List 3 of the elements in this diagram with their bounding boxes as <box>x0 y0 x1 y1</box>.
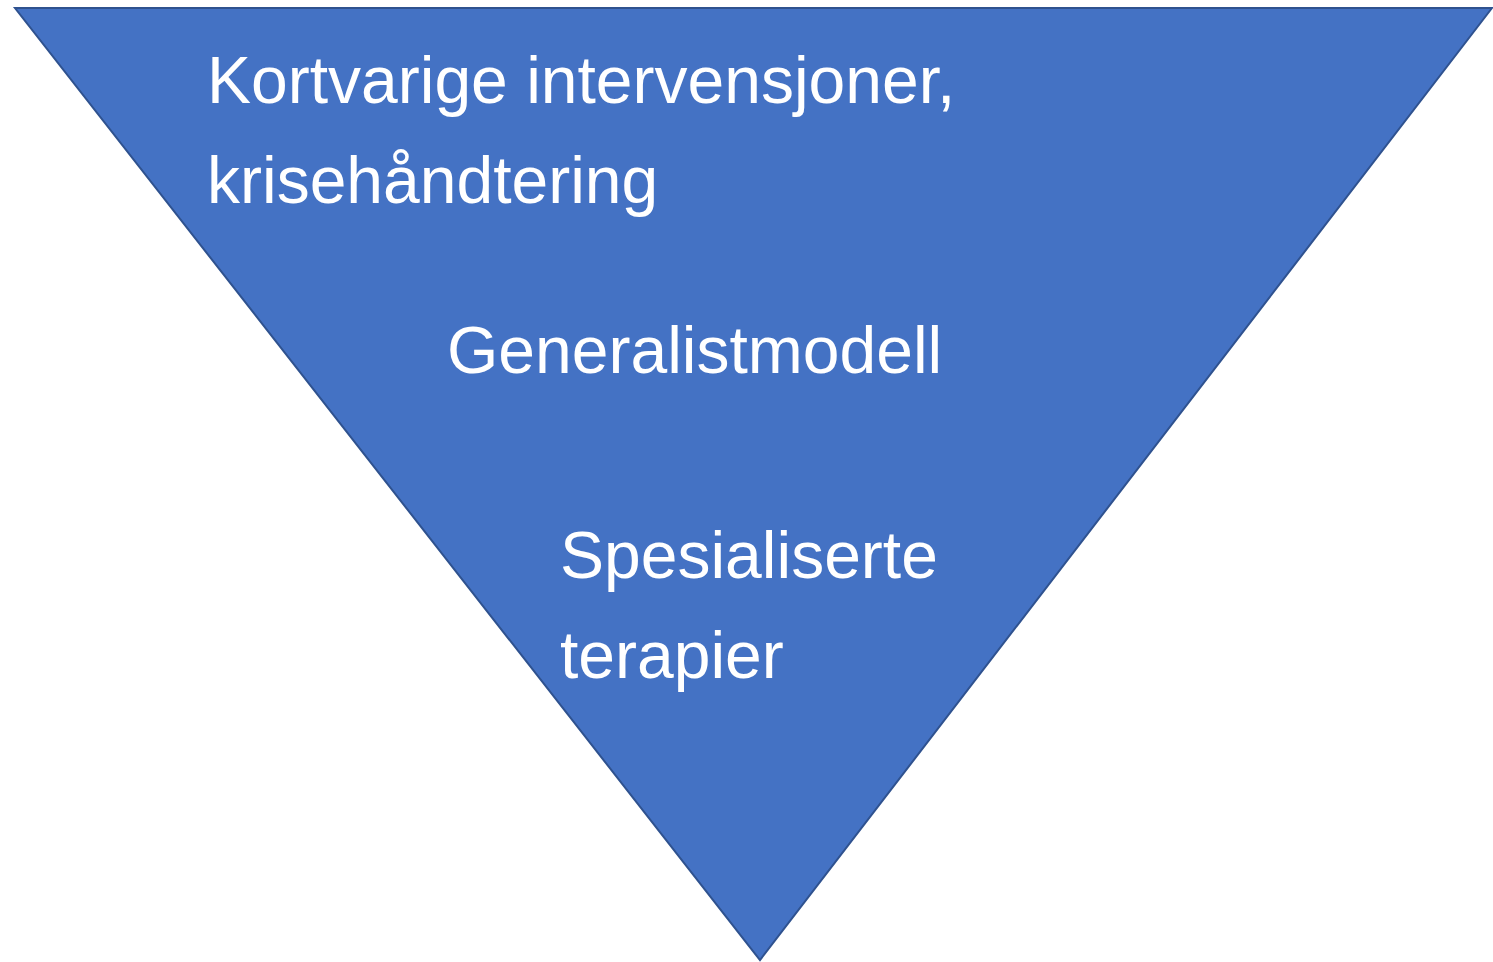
tier-label: Generalistmodell <box>447 313 943 387</box>
tier-label: Spesialiserte terapier <box>560 518 938 692</box>
tier-label: Kortvarige intervensjoner, krisehåndtering <box>207 43 956 217</box>
